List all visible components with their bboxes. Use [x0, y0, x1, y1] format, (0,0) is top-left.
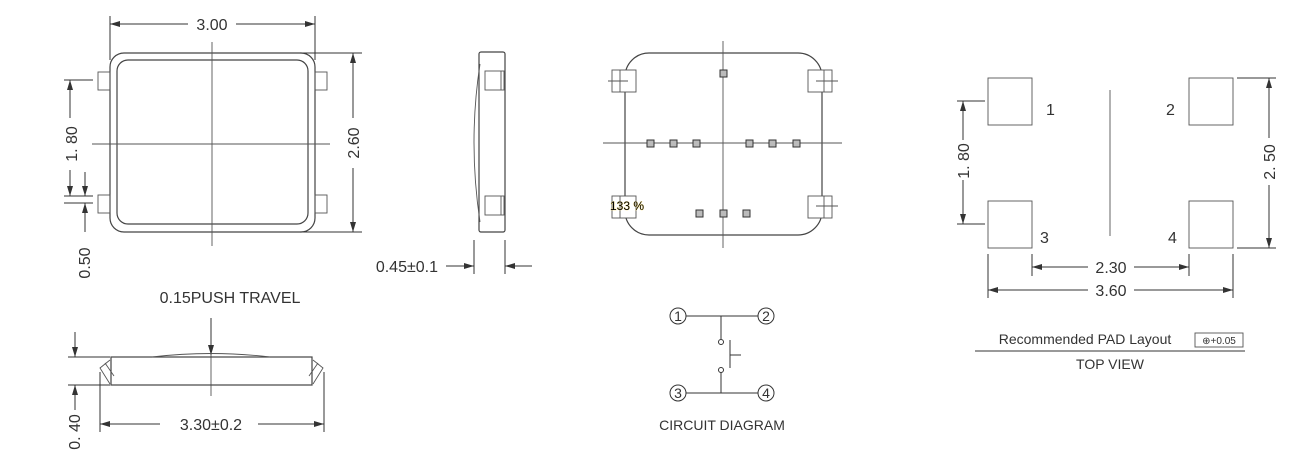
dim-pitch-label: 1. 80	[64, 126, 81, 162]
contact-points	[646, 69, 801, 218]
push-travel-label: 0.15PUSH TRAVEL	[160, 290, 301, 307]
dim-length-label: 3.30±0.2	[180, 417, 242, 434]
top-view: 3.00 2.60 1. 80 0.50	[64, 16, 363, 279]
switch-body-outer	[109, 52, 316, 233]
dim-pitch: 1. 80	[64, 79, 93, 197]
tolerance-frame: ⊕+0.05	[1202, 336, 1236, 347]
switch-body-inner	[116, 59, 309, 225]
dim-terminal: 0.50	[64, 172, 94, 279]
zoom-overlay: 133 %	[610, 199, 644, 213]
pin-2: 2	[762, 308, 770, 324]
dim-width: 3.00	[109, 16, 316, 60]
circuit-title: CIRCUIT DIAGRAM	[659, 417, 785, 433]
dim-thickness-label: 0.45±0.1	[376, 259, 438, 276]
dim-width-label: 3.00	[196, 17, 227, 34]
dim-terminal-label: 0.50	[77, 247, 94, 278]
pad-layout-title: Recommended PAD Layout	[999, 331, 1172, 347]
side-view: 0.45±0.1	[376, 51, 532, 276]
pad-dim-inner: 2.30	[1095, 260, 1126, 277]
top-view-label: TOP VIEW	[1076, 356, 1145, 372]
bottom-view: 133 %	[603, 41, 842, 248]
pad-dim-outer: 3.60	[1095, 283, 1126, 300]
pin-3: 3	[674, 385, 682, 401]
terminal-tabs	[97, 71, 328, 214]
pad-dim-pitch: 1. 80	[956, 143, 973, 179]
pad-4-label: 4	[1168, 230, 1177, 247]
dim-height-label: 2.60	[346, 127, 363, 158]
pad-2-label: 2	[1166, 102, 1175, 119]
circuit-diagram: 1 2 3 4 CIRCUIT DIAGRAM	[659, 307, 785, 433]
pad-3-label: 3	[1040, 230, 1049, 247]
pad-1-label: 1	[1046, 102, 1055, 119]
dim-front-height-label: 0. 40	[67, 414, 84, 450]
front-view: 0.15PUSH TRAVEL 0. 40 3.30±0.2	[67, 290, 325, 450]
pad-layout: 1 2 3 4 1. 80 2. 50 2.30 3.60 Recommende…	[956, 77, 1279, 372]
dim-height: 2.60	[300, 52, 363, 233]
pad-dim-height: 2. 50	[1262, 144, 1279, 180]
pin-4: 4	[762, 385, 770, 401]
pin-1: 1	[674, 308, 682, 324]
